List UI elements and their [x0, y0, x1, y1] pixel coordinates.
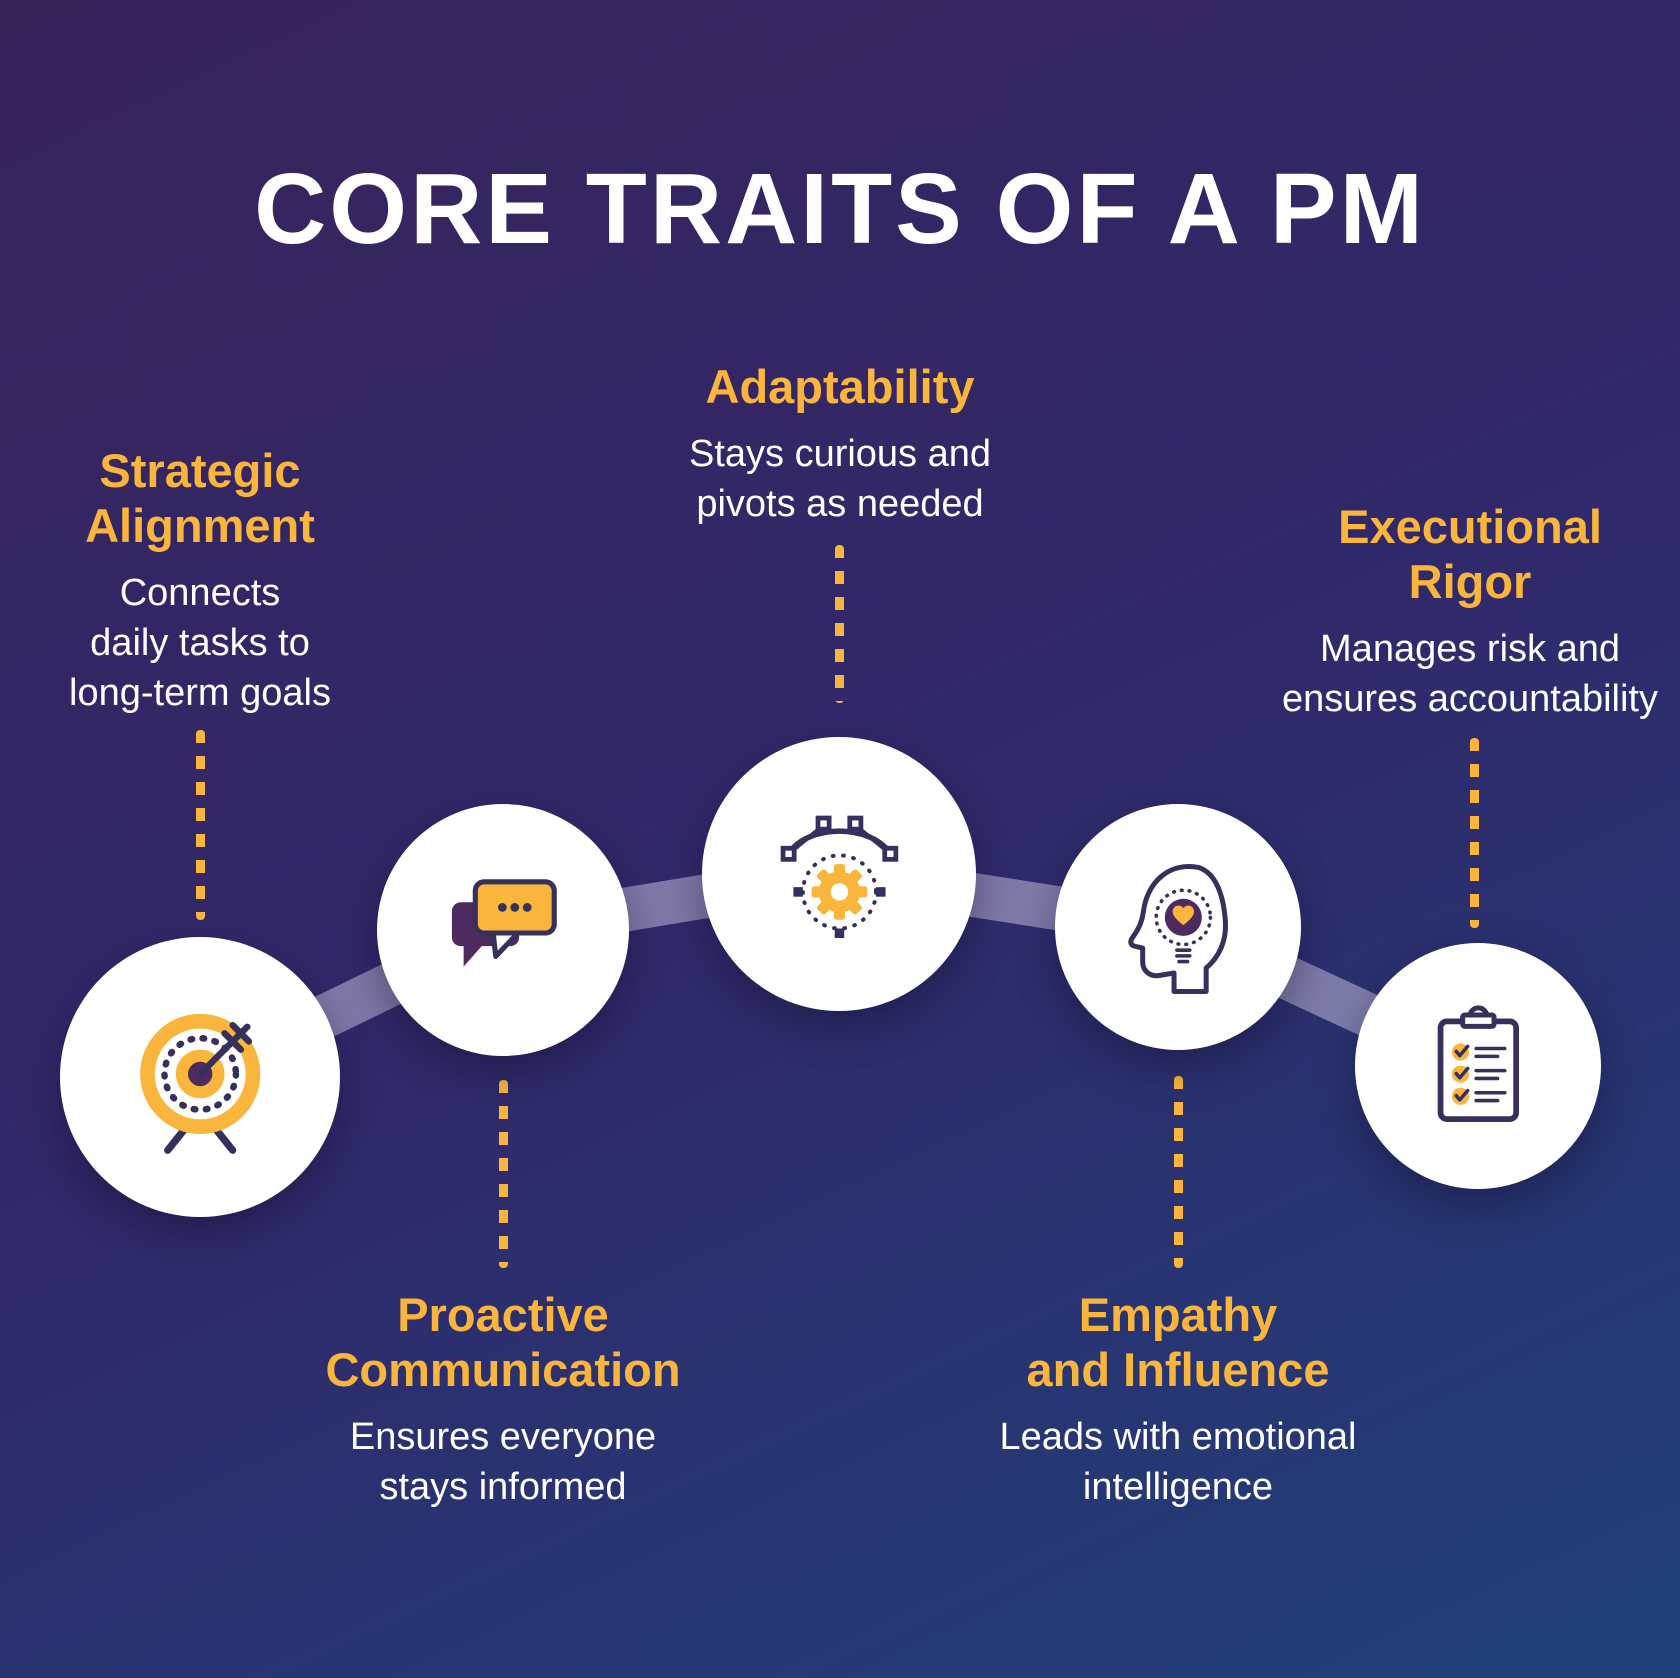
trait-title: Adaptability — [705, 360, 975, 413]
trait-desc: Ensures everyone stays informed — [349, 1415, 657, 1509]
page-title: CORE TRAITS OF A PM — [254, 153, 1426, 265]
trait-label-empathy-influence: Empathy and Influence Leads with emotion… — [938, 1288, 1418, 1512]
trait-label-adaptability: Adaptability Stays curious and pivots as… — [580, 360, 1100, 529]
trait-title: Strategic Alignment — [85, 444, 315, 552]
head-lightbulb-icon — [1127, 863, 1228, 994]
trait-desc: Leads with emotional intelligence — [999, 1415, 1357, 1509]
trait-node-executional-rigor — [1355, 943, 1601, 1189]
trait-node-empathy-influence — [1055, 804, 1301, 1050]
dotted-connector-empathy — [1174, 1076, 1183, 1268]
vector-gear-icon — [780, 815, 898, 938]
clipboard-checklist-icon — [1437, 1005, 1519, 1122]
dotted-connector-executional — [1470, 738, 1479, 928]
trait-desc: Manages risk and ensures accountability — [1282, 627, 1658, 721]
trait-node-strategic-alignment — [60, 937, 340, 1217]
trait-label-proactive-communication: Proactive Communication Ensures everyone… — [263, 1288, 743, 1512]
trait-node-proactive-communication — [377, 804, 629, 1056]
dotted-connector-proactive — [499, 1080, 508, 1268]
trait-label-executional-rigor: Executional Rigor Manages risk and ensur… — [1250, 500, 1680, 724]
trait-desc: Stays curious and pivots as needed — [688, 432, 992, 526]
trait-title: Executional Rigor — [1338, 500, 1602, 608]
trait-title: Proactive Communication — [325, 1288, 681, 1396]
dotted-connector-adaptability — [835, 545, 844, 703]
chat-bubbles-icon — [451, 879, 557, 967]
trait-node-adaptability — [702, 737, 976, 1011]
dotted-connector-strategic — [196, 730, 205, 920]
target-icon — [139, 1013, 261, 1154]
trait-label-strategic-alignment: Strategic Alignment Connects daily tasks… — [20, 444, 380, 718]
trait-title: Empathy and Influence — [1026, 1288, 1330, 1396]
trait-desc: Connects daily tasks to long-term goals — [69, 571, 331, 715]
